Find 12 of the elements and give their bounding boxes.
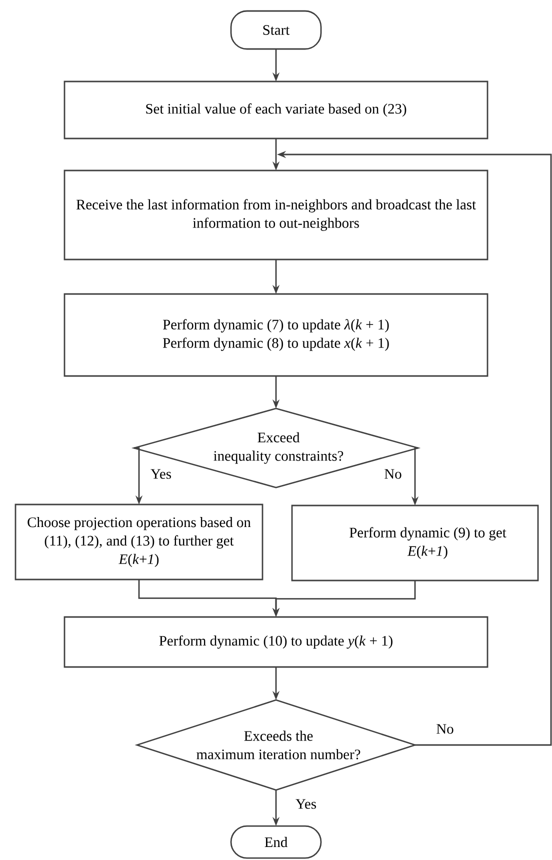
edge-label: Yes (150, 468, 172, 480)
process-box: Receive the last information from in-neighbors and broadcast the last information to out-neighbors (64, 170, 488, 260)
edge-label: Yes (294, 798, 318, 810)
process-box: Choose projection operations based on (11), (12), and (13) to further get E(k+1) (14, 504, 264, 580)
process-box: Perform dynamic (7) to update λ(k + 1) Perform dynamic (8) to update x(k + 1) (64, 293, 488, 377)
process-box: Set initial value of each variate based on (23) (64, 80, 488, 140)
process-box: Perform dynamic (9) to get E(k+1) (291, 504, 539, 582)
edge-label: No (383, 468, 403, 480)
terminal-box: End (230, 825, 322, 859)
edge-label: No (435, 723, 455, 735)
terminal-box: Start (230, 10, 322, 50)
process-box: Perform dynamic (10) to update y(k + 1) (64, 616, 488, 668)
